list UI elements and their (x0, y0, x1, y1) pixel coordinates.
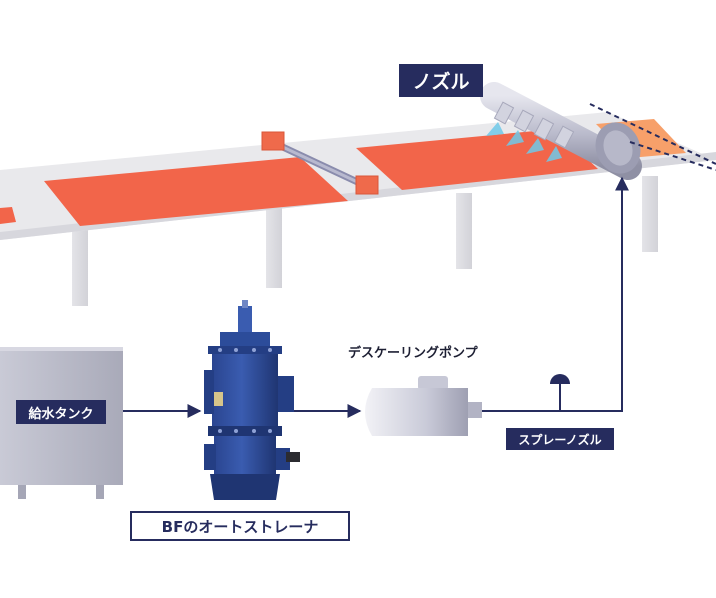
spray-nozzle-label: スプレーノズル (506, 428, 614, 450)
sensor-block-left (261, 131, 285, 151)
flow-lines (123, 176, 629, 418)
slab-sensor-bar (261, 131, 379, 195)
pressure-gauge (550, 374, 570, 412)
nozzle-header (480, 82, 716, 180)
strainer-label: BFのオートストレーナ (130, 511, 350, 541)
descaling-pump (365, 376, 482, 436)
auto-strainer (204, 300, 300, 500)
strainer-motor (286, 452, 300, 462)
feed-tank-label: 給水タンク (16, 400, 106, 424)
conveyor-supports (72, 176, 658, 306)
water-spray (486, 122, 562, 162)
descaling-pump-label: デスケーリングポンプ (348, 346, 478, 361)
steel-slab-left (44, 157, 348, 226)
sensor-block-right (355, 175, 379, 195)
steel-slab-edge (0, 207, 16, 224)
flow-pump-to-nozzle (482, 176, 629, 412)
nozzle-tips (493, 101, 575, 149)
header-dashed-line-bottom (629, 141, 716, 171)
strainer-nameplate (214, 392, 223, 406)
strainer-outlet (278, 376, 294, 412)
nozzle-label: ノズル (399, 64, 483, 97)
